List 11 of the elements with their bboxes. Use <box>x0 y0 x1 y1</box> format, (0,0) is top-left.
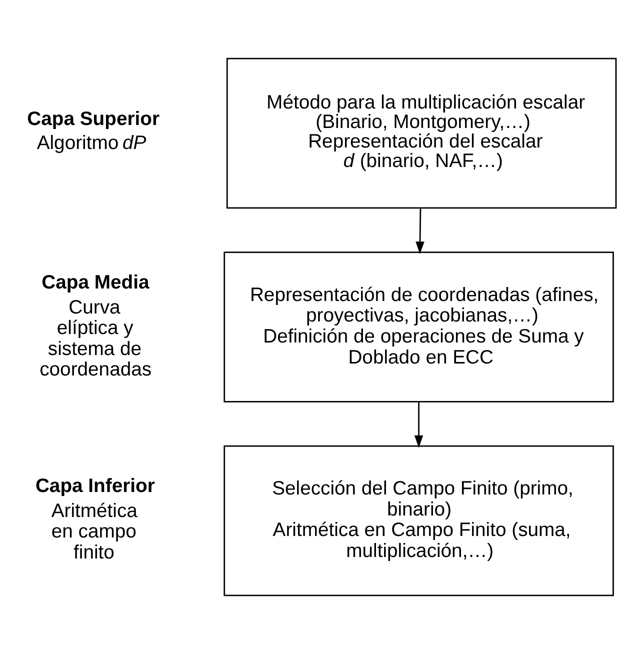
label: Capa Media <box>42 272 150 294</box>
node-box: Representación de coordenadas (afines, proyectivas, jacobianas,…) Definición de operaciones de Suma y Doblado en ECC <box>224 252 614 402</box>
label: Aritmética en campo finito <box>51 500 138 564</box>
label: Capa Superior <box>27 108 160 130</box>
node-box: Selección del Campo Finito (primo, binario) Aritmética en Campo Finito (suma, multiplicación,…) <box>224 445 614 596</box>
node-box: Método para la multiplicación escalar (Binario, Montgomery,…) Representación del escalar d (binario, NAF,…) <box>226 58 617 209</box>
label: Capa Inferior <box>35 474 155 497</box>
label: Curva elíptica y sistema de coordenadas <box>40 296 152 381</box>
arrow <box>414 402 424 448</box>
label: Algoritmo dP <box>36 132 146 154</box>
arrow <box>416 208 424 254</box>
